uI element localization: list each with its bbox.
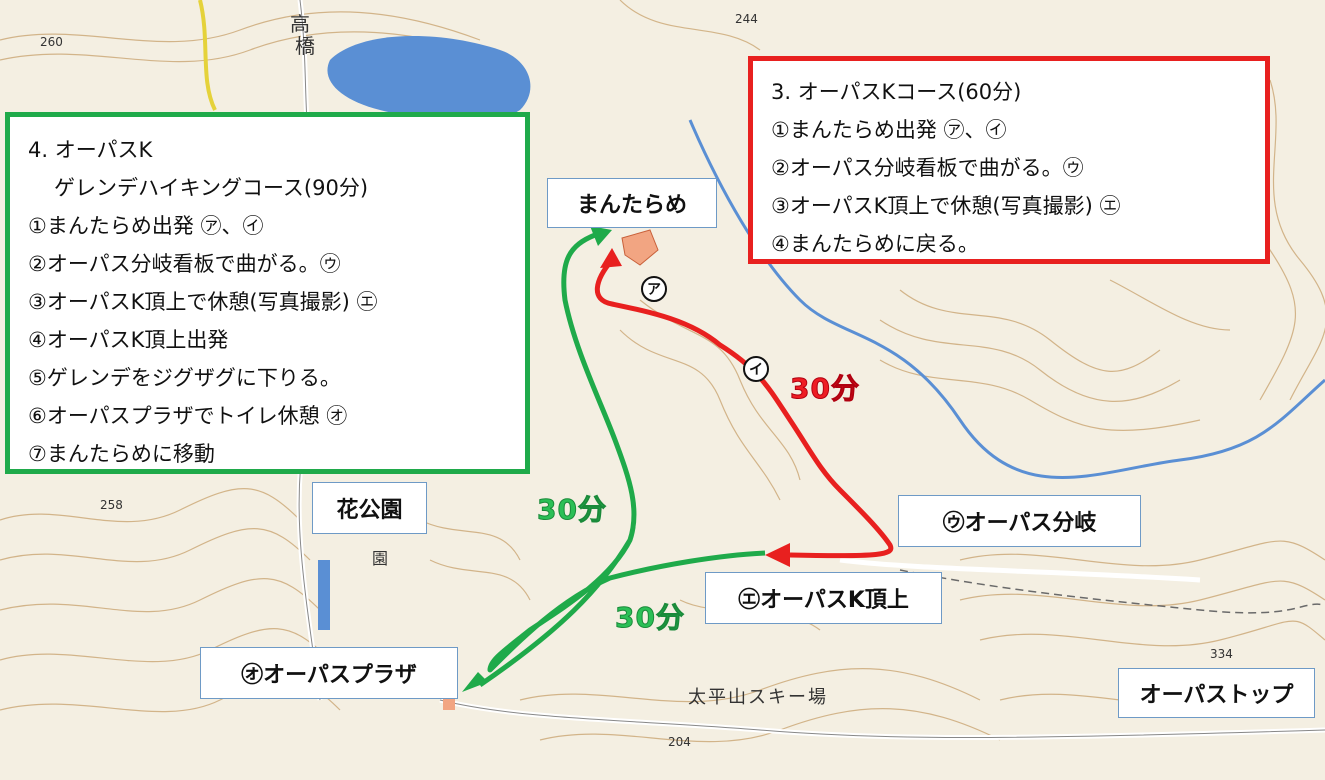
- time-label-green-bottom: 30分: [615, 601, 685, 635]
- red-route-arrowhead-end: [765, 543, 790, 567]
- course3-title: 3. オーパスKコース(60分): [771, 80, 1022, 104]
- pond: [318, 560, 330, 630]
- course4-subtitle: ゲレンデハイキングコース(90分): [54, 176, 369, 200]
- map-char-taka: 高: [290, 12, 312, 36]
- yellow-road: [198, 0, 217, 111]
- green-route-arrowhead-bottom: [462, 672, 488, 692]
- facility-mantarame: [621, 229, 659, 266]
- marker-a: ア: [641, 276, 667, 302]
- course4-step-7: ⑦まんたらめに移動: [28, 442, 215, 466]
- course4-step-1: ①まんたらめ出発 ㋐、㋑: [28, 214, 264, 238]
- course4-step-5: ⑤ゲレンデをジグザグに下りる。: [28, 366, 341, 390]
- time-label-green-left: 30分: [537, 493, 607, 527]
- time-label-red: 30分: [790, 372, 860, 406]
- course3-step-3: ③オーパスK頂上で休憩(写真撮影) ㋓: [771, 194, 1121, 218]
- course3-step-2: ②オーパス分岐看板で曲がる。㋒: [771, 156, 1084, 180]
- elevation-244: 244: [735, 12, 758, 26]
- place-label-opasu-plaza: ㋔オーパスプラザ: [200, 647, 458, 699]
- course4-step-4: ④オーパスK頂上出発: [28, 328, 229, 352]
- lake: [327, 36, 531, 122]
- map-char-en: 園: [372, 549, 391, 568]
- place-label-hanakoen: 花公園: [312, 482, 427, 534]
- ski-area-label: 太平山スキー場: [688, 687, 828, 708]
- course4-title: 4. オーパスK: [28, 138, 153, 162]
- boundary-line: [899, 569, 1325, 614]
- elevation-204: 204: [668, 735, 691, 749]
- course3-panel: 3. オーパスKコース(60分) ①まんたらめ出発 ㋐、㋑ ②オーパス分岐看板で…: [748, 56, 1270, 264]
- course4-step-3: ③オーパスK頂上で休憩(写真撮影) ㋓: [28, 290, 378, 314]
- map-char-hashi: 橋: [295, 34, 317, 58]
- course3-step-1: ①まんたらめ出発 ㋐、㋑: [771, 118, 1007, 142]
- course4-panel: 4. オーパスK ゲレンデハイキングコース(90分) ①まんたらめ出発 ㋐、㋑ …: [5, 112, 530, 474]
- green-route-arrowhead-top: [590, 226, 612, 246]
- place-label-opasu-k-chojo: ㋓オーパスK頂上: [705, 572, 942, 624]
- place-label-opasu-bunki: ㋒オーパス分岐: [898, 495, 1141, 547]
- elevation-334: 334: [1210, 647, 1233, 661]
- place-label-opasu-top: オーパストップ: [1118, 668, 1315, 718]
- elevation-258: 258: [100, 498, 123, 512]
- red-route: [594, 258, 894, 559]
- red-route-arrowhead-top: [600, 248, 622, 268]
- course3-step-4: ④まんたらめに戻る。: [771, 232, 979, 256]
- course4-step-6: ⑥オーパスプラザでトイレ休憩 ㋔: [28, 404, 348, 428]
- marker-i: イ: [743, 356, 769, 382]
- elevation-260: 260: [40, 35, 63, 49]
- course4-step-2: ②オーパス分岐看板で曲がる。㋒: [28, 252, 341, 276]
- green-route: [478, 232, 766, 688]
- place-label-mantarame: まんたらめ: [547, 178, 717, 228]
